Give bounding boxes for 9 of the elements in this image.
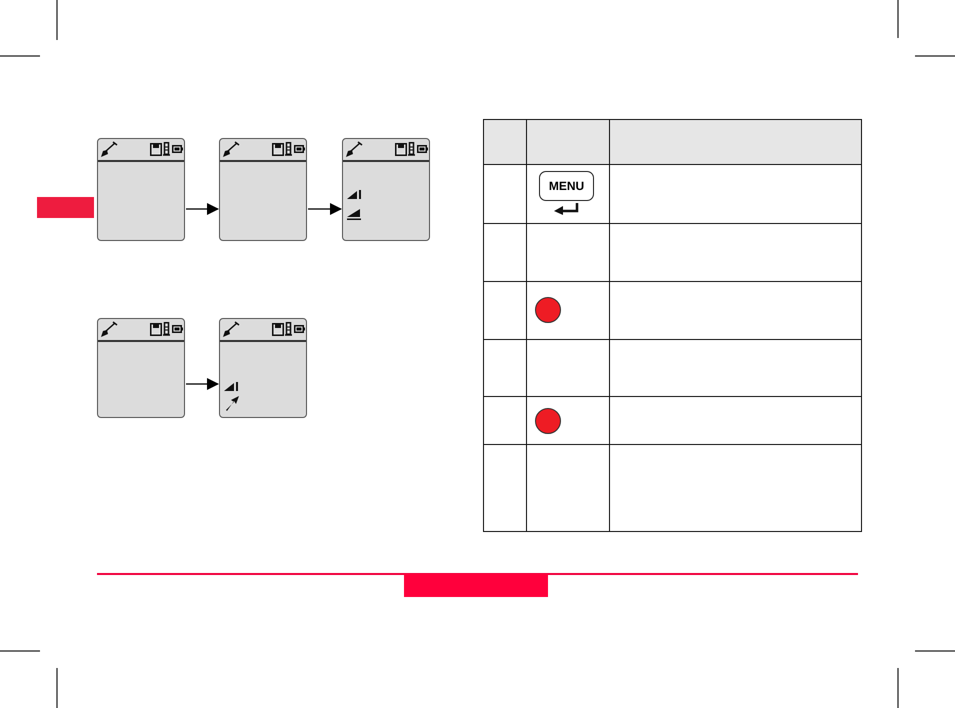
lcd-screen [97,318,185,418]
arrow [186,378,219,390]
lcd-screen [219,138,307,241]
lcd-screen [97,138,185,241]
arrow [308,203,342,215]
menu-key: MENU [539,171,594,201]
lcd-screen [342,138,430,241]
lcd-screen [219,318,307,418]
arrow [186,203,219,215]
